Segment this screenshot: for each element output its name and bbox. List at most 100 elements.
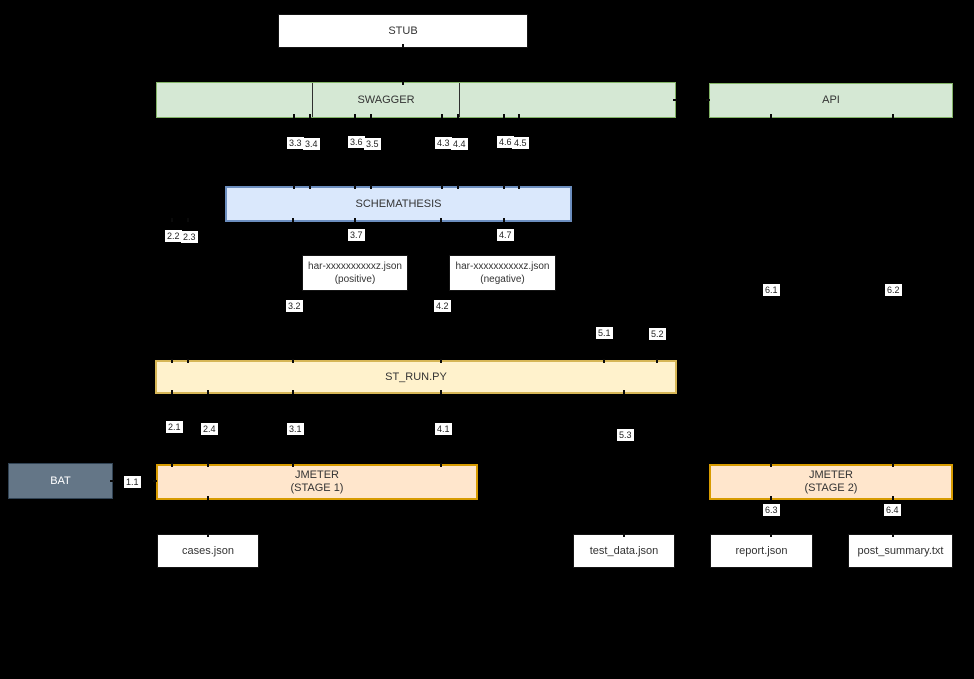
node-schemathesis-label: SCHEMATHESIS [355,197,442,210]
connector-notch [518,114,520,118]
connector-notch [171,463,173,467]
connector-notch [110,480,114,482]
connector-notch [441,114,443,118]
har-positive-kind: (positive) [334,274,376,285]
connector-notch [207,496,209,500]
node-bat-label: BAT [50,474,71,487]
node-stub-label: STUB [388,24,418,37]
connector-notch [770,496,772,500]
connector-notch [293,114,295,118]
connector-notch [518,185,520,189]
jmeter-stage2-subtitle: (STAGE 2) [804,482,858,494]
swagger-divider-right [459,83,460,117]
node-bat: BAT [8,463,113,499]
connector-notch [770,463,772,467]
step-label-5-1: 5.1 [596,327,613,339]
connector-notch [309,185,311,189]
step-label-2-2: 2.2 [165,230,182,242]
step-label-4-4: 4.4 [451,138,468,150]
node-swagger-label: SWAGGER [357,93,415,106]
step-label-3-6: 3.6 [348,136,365,148]
step-label-3-1: 3.1 [287,423,304,435]
connector-notch [207,463,209,467]
step-label-2-4: 2.4 [201,423,218,435]
step-label-1-1: 1.1 [124,476,141,488]
step-label-3-3: 3.3 [287,137,304,149]
connector-notch [892,114,894,118]
test-data-json-label: test_data.json [589,544,659,557]
connector-notch [187,359,189,363]
step-label-2-3: 2.3 [181,231,198,243]
step-label-6-4: 6.4 [884,504,901,516]
step-label-4-1: 4.1 [435,423,452,435]
step-label-6-3: 6.3 [763,504,780,516]
connector-notch [207,390,209,394]
connector-notch [292,359,294,363]
step-label-6-1: 6.1 [763,284,780,296]
connector-notch [370,185,372,189]
node-swagger: SWAGGER [156,82,676,118]
connector-notch [187,218,189,222]
report-json-label: report.json [735,544,788,557]
node-st-run-py-label: ST_RUN.PY [385,370,447,383]
connector-notch [171,359,173,363]
node-api-label: API [822,94,840,106]
connector-notch [292,390,294,394]
node-stub: STUB [278,14,528,48]
swagger-divider-left [312,83,313,117]
step-label-4-2: 4.2 [434,300,451,312]
connector-notch [171,390,173,394]
connector-notch [293,185,295,189]
connector-notch [770,533,772,537]
connector-notch [309,114,311,118]
connector-notch [770,114,772,118]
connector-notch [153,480,157,482]
connector-notch [457,114,459,118]
connector-notch [440,463,442,467]
step-label-5-2: 5.2 [649,328,666,340]
connector-notch [402,44,404,48]
connector-notch [892,533,894,537]
connector-notch [354,218,356,222]
connector-notch [440,359,442,363]
connector-notch [440,390,442,394]
connector-notch [503,218,505,222]
connector-notch [892,496,894,500]
har-negative-filename: har-xxxxxxxxxxz.json [455,261,550,272]
step-label-4-5: 4.5 [512,137,529,149]
connector-notch [354,114,356,118]
node-report-json: report.json [710,534,813,568]
node-schemathesis: SCHEMATHESIS [225,186,572,222]
step-label-3-2: 3.2 [286,300,303,312]
step-label-2-1: 2.1 [166,421,183,433]
connector-notch [440,218,442,222]
har-positive-filename: har-xxxxxxxxxxz.json [308,261,402,272]
connector-notch [706,99,710,101]
node-har-positive: har-xxxxxxxxxxz.json (positive) [302,255,408,291]
connector-notch [892,463,894,467]
step-label-5-3: 5.3 [617,429,634,441]
connector-notch [171,218,173,222]
node-jmeter-stage1: JMETER (STAGE 1) [156,464,478,500]
step-label-4-7: 4.7 [497,229,514,241]
step-label-4-6: 4.6 [497,136,514,148]
connector-notch [503,185,505,189]
step-label-3-7: 3.7 [348,229,365,241]
connector-notch [207,533,209,537]
connector-notch [370,114,372,118]
connector-notch [623,533,625,537]
jmeter-stage1-subtitle: (STAGE 1) [290,482,344,494]
connector-notch [503,114,505,118]
connector-notch [623,390,625,394]
cases-json-label: cases.json [182,544,234,557]
connector-notch [603,359,605,363]
connector-notch [292,463,294,467]
node-test-data-json: test_data.json [573,534,675,568]
node-api: API [709,83,953,118]
post-summary-txt-label: post_summary.txt [857,544,944,557]
jmeter-stage2-title: JMETER [809,469,853,481]
connector-notch [354,185,356,189]
step-label-3-4: 3.4 [303,138,320,150]
step-label-6-2: 6.2 [885,284,902,296]
